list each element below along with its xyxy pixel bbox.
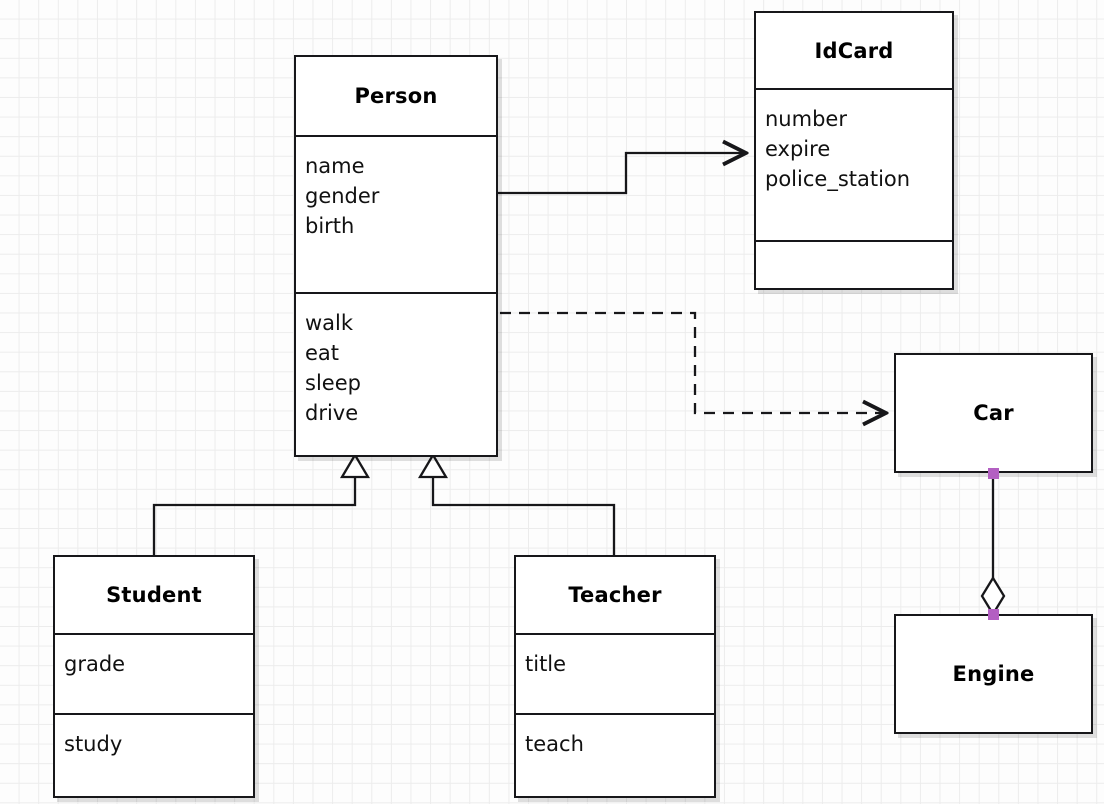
attribute-item: number xyxy=(765,107,847,131)
class-title-person: Person xyxy=(354,84,438,108)
generalization-teacher-person[interactable] xyxy=(417,452,616,555)
attributes-compartment-idcard: number expire police_station xyxy=(756,88,952,240)
attributes-compartment-teacher: title xyxy=(516,633,714,713)
hollow-triangle-arrowhead xyxy=(417,452,449,479)
operation-item: study xyxy=(64,732,123,756)
class-title-car: Car xyxy=(973,401,1014,425)
attribute-item: name xyxy=(305,154,365,178)
class-box-engine[interactable]: Engine xyxy=(894,614,1093,734)
class-title-engine: Engine xyxy=(952,662,1035,686)
class-title-teacher: Teacher xyxy=(568,583,662,607)
hollow-triangle-arrowhead xyxy=(339,452,371,479)
attributes-compartment-person: name gender birth xyxy=(296,135,496,292)
operations-compartment-person: walk eat sleep drive xyxy=(296,292,496,455)
attributes-compartment-student: grade xyxy=(55,633,253,713)
operations-compartment-student: study xyxy=(55,713,253,796)
attribute-item: grade xyxy=(64,652,126,676)
class-box-teacher[interactable]: Teacher title teach xyxy=(514,555,716,798)
endpoint-marker-car[interactable] xyxy=(988,468,999,479)
aggregation-car-engine[interactable] xyxy=(980,473,1006,617)
operation-item: teach xyxy=(525,732,584,756)
class-box-person[interactable]: Person name gender birth walk eat sleep … xyxy=(294,55,498,457)
operation-item: eat xyxy=(305,341,340,365)
attribute-item: title xyxy=(525,652,567,676)
class-box-idcard[interactable]: IdCard number expire police_station xyxy=(754,11,954,290)
attribute-item: expire xyxy=(765,137,831,161)
attribute-item: police_station xyxy=(765,167,911,191)
class-title-student: Student xyxy=(106,583,202,607)
attribute-item: gender xyxy=(305,184,380,208)
operation-item: walk xyxy=(305,311,354,335)
operation-item: drive xyxy=(305,401,359,425)
class-title-idcard: IdCard xyxy=(814,38,894,63)
attribute-item: birth xyxy=(305,214,355,238)
operation-item: sleep xyxy=(305,371,361,395)
association-person-idcard[interactable] xyxy=(498,153,746,195)
class-box-car[interactable]: Car xyxy=(894,353,1093,473)
endpoint-marker-engine[interactable] xyxy=(988,609,999,620)
operations-compartment-teacher: teach xyxy=(516,713,714,796)
dependency-person-car[interactable] xyxy=(500,311,886,413)
operations-compartment-idcard xyxy=(756,240,952,288)
generalization-student-person[interactable] xyxy=(152,452,371,555)
class-box-student[interactable]: Student grade study xyxy=(53,555,255,798)
